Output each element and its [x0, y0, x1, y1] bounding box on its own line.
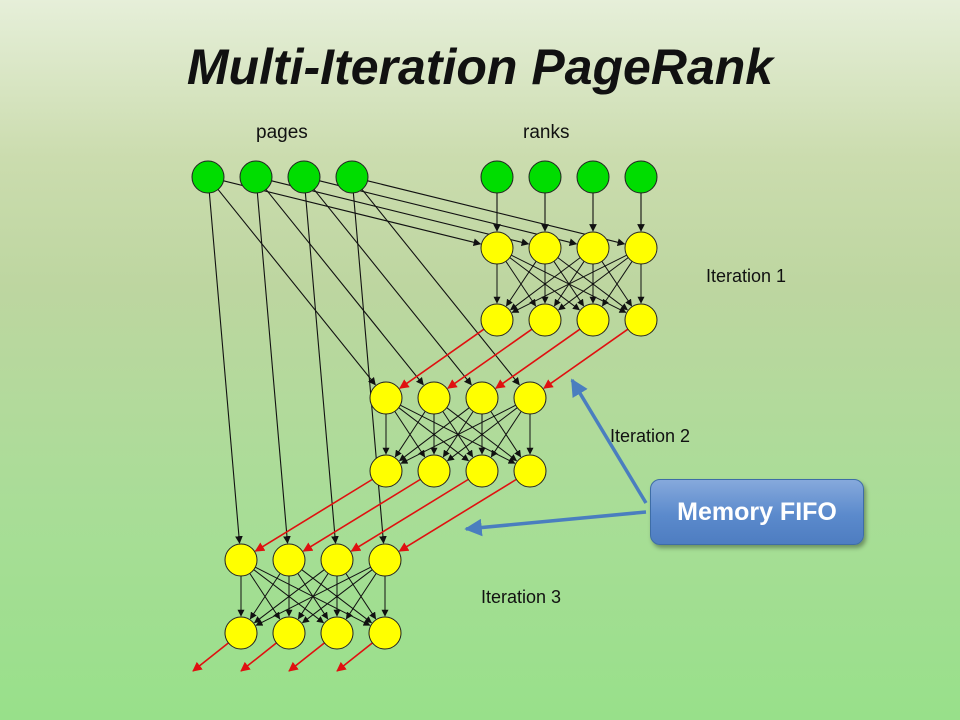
rank-node — [528, 160, 562, 194]
fifo-edge — [350, 478, 469, 552]
compute-node — [465, 381, 499, 415]
crossbar-edge — [255, 566, 371, 626]
rank-node — [576, 160, 610, 194]
output-edge — [240, 642, 277, 672]
iteration-1-label: Iteration 1 — [706, 266, 787, 286]
crossbar-edge — [398, 407, 470, 462]
compute-node — [272, 543, 306, 577]
slide-title: Multi-Iteration PageRank — [186, 39, 774, 95]
compute-node — [224, 616, 258, 650]
compute-node — [480, 303, 514, 337]
page-node — [191, 160, 225, 194]
crossbar-edge — [345, 573, 377, 620]
page-edge — [304, 192, 339, 544]
page-edge — [223, 180, 482, 247]
crossbar-edge — [490, 411, 522, 458]
rank-node — [624, 160, 658, 194]
crossbar-edge — [301, 569, 373, 624]
fifo-edge — [302, 478, 421, 552]
page-edge — [217, 189, 376, 386]
ranks-label: ranks — [523, 122, 570, 143]
crossbar-edge — [558, 257, 629, 311]
iteration-2-label: Iteration 2 — [610, 426, 691, 446]
fifo-edge — [254, 478, 373, 552]
memory-fifo-box: Memory FIFO — [650, 479, 864, 545]
crossbar-edge — [602, 261, 633, 307]
output-edge — [336, 642, 373, 672]
compute-node — [369, 381, 403, 415]
crossbar-edge — [446, 407, 518, 462]
compute-node — [528, 303, 562, 337]
compute-node — [320, 616, 354, 650]
page-node — [287, 160, 321, 194]
compute-node — [320, 543, 354, 577]
crossbar-edge — [506, 261, 537, 307]
compute-node — [576, 303, 610, 337]
compute-node — [513, 454, 547, 488]
page-edge — [271, 180, 530, 247]
page-edge — [256, 192, 291, 544]
fifo-edge — [495, 328, 581, 389]
rank-node — [480, 160, 514, 194]
page-edge — [265, 189, 424, 386]
crossbar-edge — [253, 569, 325, 624]
nodes-layer — [191, 160, 658, 650]
page-edge — [361, 189, 520, 386]
compute-node — [272, 616, 306, 650]
compute-node — [368, 543, 402, 577]
compute-node — [576, 231, 610, 265]
fifo-pointer-iteration-2 — [570, 378, 648, 504]
fifo-edge — [543, 328, 629, 389]
compute-node — [417, 454, 451, 488]
page-node — [335, 160, 369, 194]
output-edge — [192, 642, 229, 672]
fifo-pointer-iteration-3 — [464, 510, 647, 537]
compute-node — [465, 454, 499, 488]
output-edge — [288, 642, 325, 672]
compute-node — [624, 303, 658, 337]
crossbar-edge — [510, 257, 581, 311]
page-node — [239, 160, 273, 194]
crossbar-edge — [511, 254, 627, 313]
compute-node — [480, 231, 514, 265]
crossbar-edge — [400, 404, 516, 464]
fifo-edge — [399, 328, 485, 389]
fifo-edge — [447, 328, 533, 389]
page-edge — [319, 180, 578, 247]
page-edge — [313, 189, 472, 386]
compute-node — [528, 231, 562, 265]
edges-layer — [192, 180, 648, 672]
compute-node — [368, 616, 402, 650]
crossbar-edge — [394, 411, 426, 458]
crossbar-edge — [249, 573, 281, 620]
compute-node — [369, 454, 403, 488]
pages-label: pages — [256, 122, 308, 143]
page-edge — [208, 192, 243, 544]
compute-node — [417, 381, 451, 415]
page-edge — [352, 192, 387, 544]
page-edge — [367, 180, 626, 247]
iteration-3-label: Iteration 3 — [481, 587, 562, 607]
compute-node — [513, 381, 547, 415]
fifo-edge — [398, 478, 517, 552]
compute-node — [224, 543, 258, 577]
compute-node — [624, 231, 658, 265]
